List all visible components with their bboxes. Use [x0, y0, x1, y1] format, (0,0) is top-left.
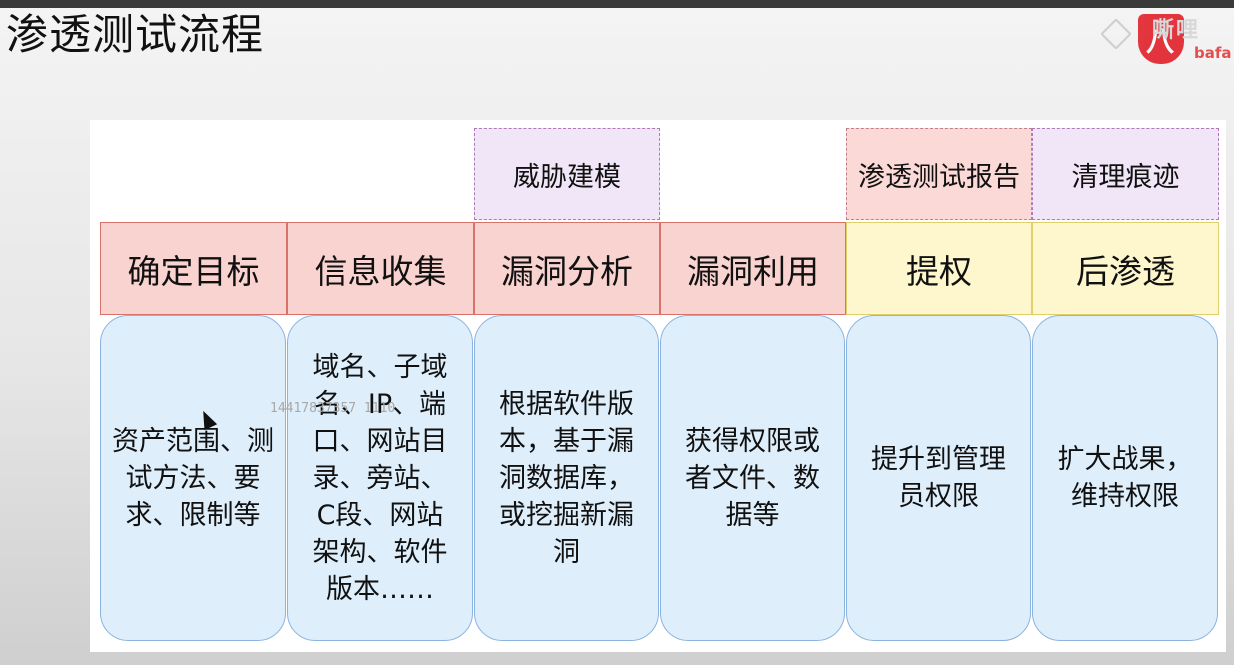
desc-text: 提升到管理员权限 — [871, 444, 1006, 512]
stage-determine-target: 确定目标 — [100, 222, 287, 315]
stage-privilege-escalation: 提权 — [846, 222, 1032, 315]
desc-determine-target: 资产范围、测试方法、要求、限制等 — [100, 315, 286, 641]
logo-text: 嘶哩 — [1152, 18, 1201, 43]
page-title: 渗透测试流程 — [6, 10, 265, 59]
slide: 威胁建模 渗透测试报告 清理痕迹 确定目标 信息收集 漏洞分析 漏洞利用 提权 … — [90, 120, 1226, 652]
desc-text: 扩大战果，维持权限 — [1057, 444, 1193, 512]
desc-vuln-analysis: 根据软件版本，基于漏洞数据库，或挖掘新漏洞 — [474, 315, 659, 641]
desc-exploitation: 获得权限或者文件、数据等 — [660, 315, 845, 641]
desc-text: 根据软件版本，基于漏洞数据库，或挖掘新漏洞 — [499, 388, 634, 568]
desc-text: 域名、子域名、IP、端口、网站目录、旁站、C段、网站架构、软件版本…… — [312, 351, 448, 605]
logo-brand: bafa — [1194, 44, 1232, 62]
shield-logo-icon: 八 — [1138, 14, 1184, 64]
cube-icon — [1100, 18, 1132, 50]
top-box-cleanup-traces: 清理痕迹 — [1032, 128, 1219, 220]
desc-text: 资产范围、测试方法、要求、限制等 — [112, 425, 274, 531]
desc-privilege-escalation: 提升到管理员权限 — [846, 315, 1031, 641]
stage-info-gathering: 信息收集 — [287, 222, 474, 315]
stage-post-exploitation: 后渗透 — [1032, 222, 1219, 315]
desc-post-exploitation: 扩大战果，维持权限 — [1032, 315, 1218, 641]
top-bar — [0, 0, 1234, 8]
top-box-pentest-report: 渗透测试报告 — [846, 128, 1032, 220]
desc-text: 获得权限或者文件、数据等 — [685, 425, 820, 531]
logo: 八 嘶哩 bafa — [1098, 10, 1234, 70]
top-box-threat-modeling: 威胁建模 — [474, 128, 660, 220]
stage-exploitation: 漏洞利用 — [660, 222, 846, 315]
stage-vuln-analysis: 漏洞分析 — [474, 222, 660, 315]
desc-info-gathering: 域名、子域名、IP、端口、网站目录、旁站、C段、网站架构、软件版本…… — [287, 315, 473, 641]
watermark: 14417837357 1110 — [270, 401, 396, 416]
